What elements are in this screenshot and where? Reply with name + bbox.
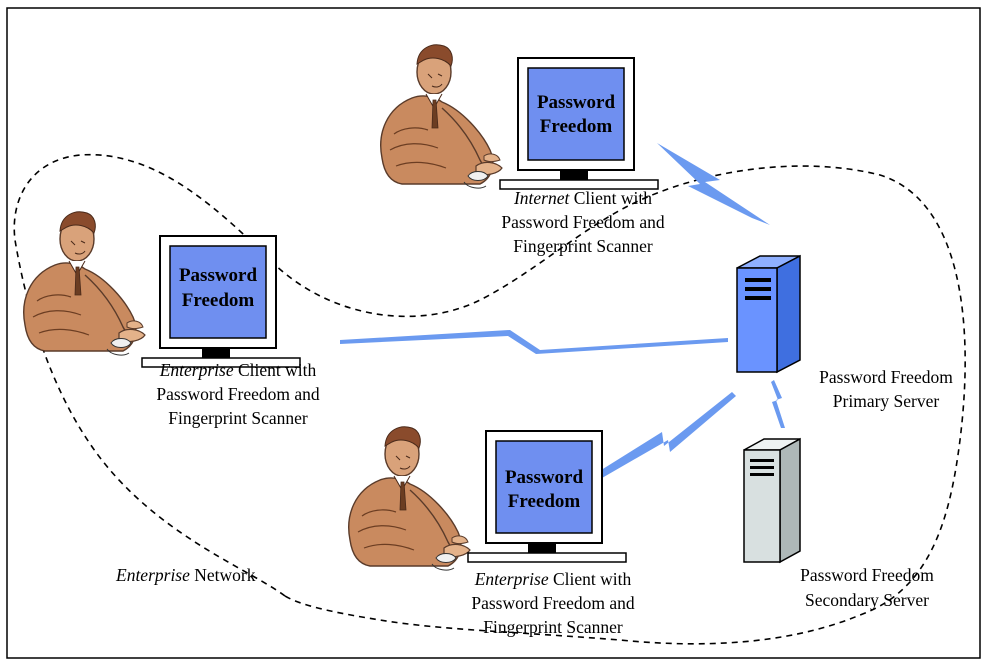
enterprise-client-left-monitor-line1: Password — [179, 265, 258, 286]
primary-server-label-line1: Password Freedom — [819, 367, 953, 387]
enterprise-client-bottom-label-line1: Enterprise Client with — [474, 569, 632, 589]
enterprise-client-left: Password Freedom Enterprise Client with … — [23, 211, 320, 428]
primary-server-icon — [736, 254, 801, 374]
internet-client-person-icon — [380, 44, 503, 189]
secondary-server: Password Freedom Secondary Server — [743, 437, 934, 610]
enterprise-network-label: Enterprise Network — [115, 565, 256, 585]
enterprise-client-bottom-label-line2: Password Freedom and — [471, 593, 635, 613]
secondary-server-icon — [743, 437, 801, 564]
internet-client-label-line2: Password Freedom and — [501, 212, 665, 232]
internet-client-label-line3: Fingerprint Scanner — [513, 236, 653, 256]
internet-client-label-line1: Internet Client with — [513, 188, 652, 208]
enterprise-client-left-monitor-line2: Freedom — [182, 290, 255, 311]
link-enterprise-bottom-to-primary — [598, 392, 736, 478]
link-internet-to-primary — [657, 143, 770, 225]
primary-server-label-line2: Primary Server — [833, 391, 940, 411]
internet-client-monitor-line2: Freedom — [540, 116, 613, 137]
enterprise-client-bottom-person-icon — [348, 426, 471, 571]
secondary-server-label-line2: Secondary Server — [805, 590, 929, 610]
enterprise-client-bottom: Password Freedom Enterprise Client with … — [348, 426, 635, 637]
enterprise-client-left-label-line3: Fingerprint Scanner — [168, 408, 308, 428]
internet-client: Password Freedom Internet Client with Pa… — [380, 44, 665, 256]
link-enterprise-left-to-primary — [340, 330, 728, 354]
enterprise-client-left-label-line1: Enterprise Client with — [159, 360, 317, 380]
enterprise-client-bottom-label-line3: Fingerprint Scanner — [483, 617, 623, 637]
enterprise-client-bottom-monitor-line1: Password — [505, 467, 584, 488]
enterprise-client-bottom-monitor-line2: Freedom — [508, 491, 581, 512]
internet-client-monitor-line1: Password — [537, 92, 616, 113]
primary-server: Password Freedom Primary Server — [736, 254, 953, 411]
enterprise-network-boundary — [13, 153, 966, 645]
outer-frame — [6, 7, 981, 659]
link-primary-to-secondary — [771, 380, 785, 428]
secondary-server-label-line1: Password Freedom — [800, 565, 934, 585]
enterprise-client-left-person-icon — [23, 211, 146, 356]
enterprise-client-left-label-line2: Password Freedom and — [156, 384, 320, 404]
